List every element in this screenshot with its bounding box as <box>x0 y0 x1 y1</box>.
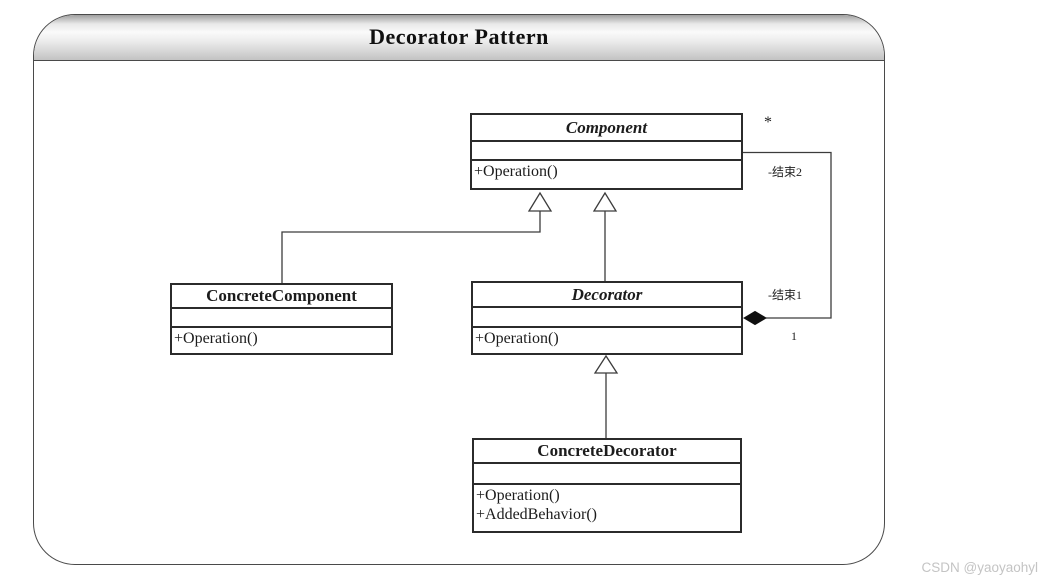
method-label: +Operation() <box>475 330 559 347</box>
method-label: +AddedBehavior() <box>476 506 597 523</box>
pattern-title: Decorator Pattern <box>369 24 549 49</box>
class-box-concrete-component: ConcreteComponent +Operation() <box>170 283 393 355</box>
class-box-concrete-decorator: ConcreteDecorator +Operation() +AddedBeh… <box>472 438 742 533</box>
method-label: +Operation() <box>174 330 258 347</box>
class-attributes-component <box>472 142 741 161</box>
class-name-concrete-decorator: ConcreteDecorator <box>474 440 740 464</box>
pattern-frame-header: Decorator Pattern <box>34 15 884 61</box>
method-label: +Operation() <box>474 163 558 180</box>
multiplicity-one-label: 1 <box>791 329 797 343</box>
class-name-concrete-component: ConcreteComponent <box>172 285 391 309</box>
pattern-frame: Decorator Pattern <box>33 14 885 565</box>
multiplicity-star-label: * <box>764 114 772 131</box>
class-methods-decorator: +Operation() <box>473 328 741 353</box>
class-methods-concrete-decorator: +Operation() +AddedBehavior() <box>474 485 740 531</box>
csdn-watermark: CSDN @yaoyaohyl <box>921 560 1039 575</box>
class-box-decorator: Decorator +Operation() <box>471 281 743 355</box>
class-methods-concrete-component: +Operation() <box>172 328 391 353</box>
class-attributes-concrete-component <box>172 309 391 328</box>
class-name-component: Component <box>472 115 741 142</box>
class-attributes-decorator <box>473 308 741 328</box>
class-methods-component: +Operation() <box>472 161 741 188</box>
association-end1-label: -结束1 <box>768 288 802 302</box>
method-label: +Operation() <box>476 487 560 504</box>
association-end2-label: -结束2 <box>768 165 802 179</box>
class-name-decorator: Decorator <box>473 283 741 308</box>
class-attributes-concrete-decorator <box>474 464 740 485</box>
class-box-component: Component +Operation() <box>470 113 743 190</box>
